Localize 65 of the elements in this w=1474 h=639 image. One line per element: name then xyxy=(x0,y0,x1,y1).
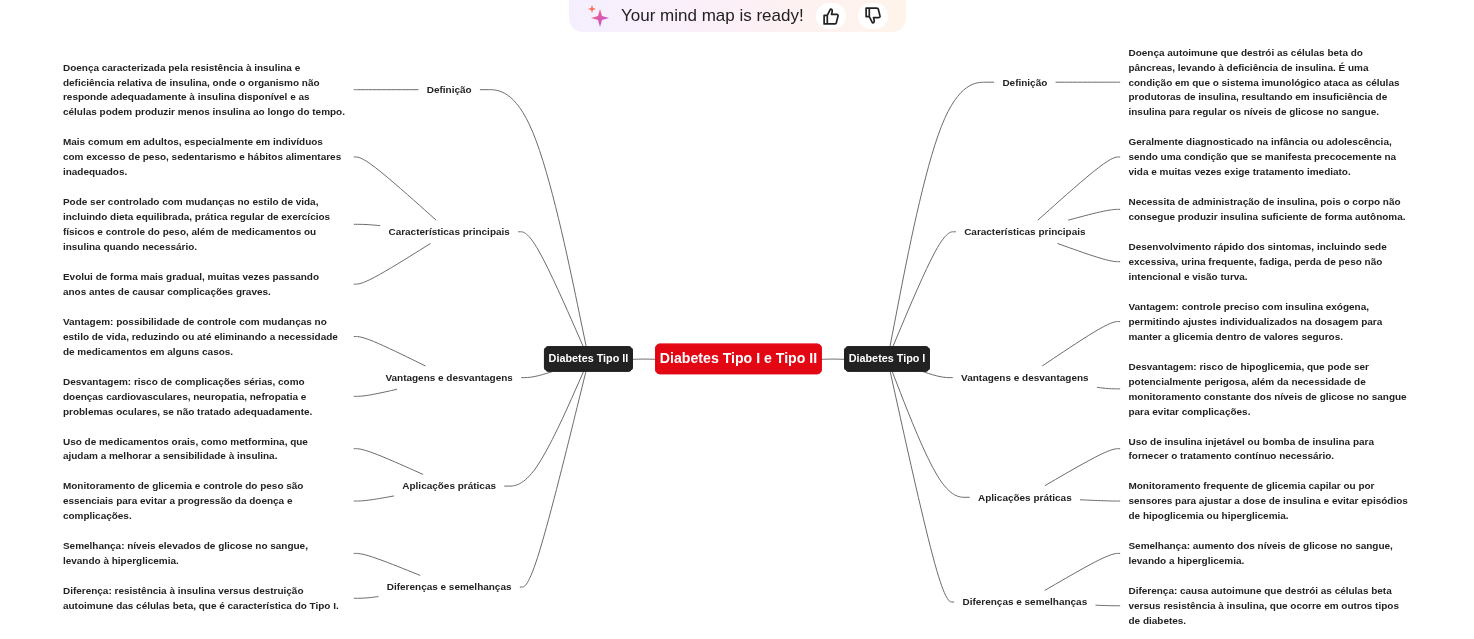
topic-text: Doença autoimune que destrói as células beta do pâncreas, levando à deficiência de insulina. É uma condição em que o sistema imunológico ataca as células produtoras de insulina, resultando em insuficiência de insulina para regular os níveis de glicose no sangue. xyxy=(1128,46,1400,118)
topic-text: Características principais xyxy=(964,225,1086,238)
topic-text: Diferenças e semelhanças xyxy=(962,596,1088,608)
connector-line xyxy=(1096,386,1121,390)
connector-line xyxy=(892,231,957,348)
connector-line xyxy=(632,358,657,360)
topic-text: Definição xyxy=(1002,76,1048,88)
connector-line xyxy=(1044,552,1121,591)
connector-line xyxy=(353,242,432,285)
connector-line xyxy=(1067,208,1121,221)
connector-line xyxy=(353,552,421,576)
connector-line xyxy=(353,495,395,502)
connector-line xyxy=(889,81,995,348)
connector-line xyxy=(821,358,846,360)
connector-line xyxy=(891,371,971,498)
connector-line xyxy=(1056,242,1121,263)
connector-line xyxy=(353,336,426,367)
branch-box: Diabetes Tipo II xyxy=(544,346,633,372)
topic-text: Desvantagem: risco de complicações sérias, como doenças cardiovasculares, neuropatia, nefropatia e problemas oculares, se não tratado adequadamente. xyxy=(62,375,313,418)
topic-text: Semelhança: níveis elevados de glicose no sangue, levando à hiperglicemia. xyxy=(62,540,308,567)
connector-line xyxy=(1055,81,1121,83)
connector-line xyxy=(353,448,424,475)
topic-text: Desvantagem: risco de hipoglicemia, que pode ser potencialmente perigosa, além da necessidade de monitoramento constante dos níveis de glicose no sangue para evitar complicações. xyxy=(1128,360,1407,418)
connector-line xyxy=(503,371,584,487)
topic-text: Monitoramento frequente de glicemia capilar ou por sensores para ajustar a dose de insulina e evitar episódios de hipoglicemia ou hiperglicemia. xyxy=(1128,480,1408,522)
topic-text: Pode ser controlado com mudanças no estilo de vida, incluindo dieta equilibrada, prática regular de exercícios físicos e controle do peso, além de medicamentos ou insulina quando necessário. xyxy=(62,196,331,253)
topic-text: Uso de medicamentos orais, como metformina, que ajudam a melhorar a sensibilidade à insulina. xyxy=(62,435,308,462)
connector-line xyxy=(1095,604,1121,607)
connector-line xyxy=(922,371,954,379)
topic-text: Mais comum em adultos, especialmente em indivíduos com excesso de peso, sedentarismo e hábitos alimentares inadequados. xyxy=(62,136,342,178)
topic-text: Vantagem: controle preciso com insulina exógena, permitindo ajustes individualizados na dosagem para manter a glicemia dentro de valores seguros. xyxy=(1128,300,1383,343)
topic-text: Vantagem: possibilidade de controle com mudanças no estilo de vida, reduzindo ou até eliminando a necessidade de medicamentos em alguns casos. xyxy=(62,315,338,358)
connector-line xyxy=(479,89,587,348)
topic-text: Características principais xyxy=(388,225,510,238)
topic-text: Desenvolvimento rápido dos sintomas, incluindo sede excessiva, urina frequente, fadiga, perda de peso não intencional e visão turva. xyxy=(1128,240,1387,283)
banner-message: Your mind map is ready! xyxy=(621,6,804,26)
topic-text: Necessita de administração de insulina, pois o corpo não consegue produzir insulina suficiente de forma autônoma. xyxy=(1128,196,1406,223)
connector-line xyxy=(353,223,381,227)
branch-box: Diabetes Tipo I xyxy=(844,346,930,372)
central-topic-box: Diabetes Tipo I e Tipo II xyxy=(655,343,822,375)
topic-text: Geralmente diagnosticado na infância ou adolescência, sendo uma condição que se manifesta precocemente na vida e muitas vezes exige tratamento imediato. xyxy=(1128,136,1397,178)
topic-text: Monitoramento de glicemia e controle do peso são essenciais para evitar a progressão da doença e complicações. xyxy=(62,480,304,522)
topic-text: Diferença: causa autoimune que destrói as células beta versus resistência à insulina, que ocorre em outros tipos de diabetes. xyxy=(1128,585,1399,627)
connector-line xyxy=(1041,321,1121,367)
topic-text: Diferenças e semelhanças xyxy=(386,581,512,593)
connector-line xyxy=(1037,156,1121,221)
topic-text: Vantagens e desvantagens xyxy=(961,371,1089,384)
topic-text: Definição xyxy=(426,83,472,96)
topic-text: Aplicações práticas xyxy=(978,491,1072,504)
connector-line xyxy=(353,156,437,221)
connector-line xyxy=(353,596,379,599)
topic-text: Evolui de forma mais gradual, muitas vezes passando anos antes de causar complicações graves. xyxy=(62,270,319,298)
topic-text: Semelhança: aumento dos níveis de glicose no sangue, levando a hiperglicemia. xyxy=(1128,540,1393,567)
connector-line xyxy=(353,89,419,91)
connector-line xyxy=(889,371,955,603)
connector-line xyxy=(517,231,584,348)
connector-line xyxy=(1044,448,1121,487)
connector-line xyxy=(519,371,587,588)
topic-text: Uso de insulina injetável ou bomba de insulina para fornecer o tratamento contínuo necessário. xyxy=(1128,435,1374,462)
topic-text: Vantagens e desvantagens xyxy=(385,371,513,384)
connector-line xyxy=(1079,499,1121,502)
topic-text: Doença caracterizada pela resistência à insulina e deficiência relativa de insulina, onde o organismo não responde adequadamente à insulina disponível e as células podem produzir menos insulina ao longo do tempo. xyxy=(62,61,345,118)
topic-text: Aplicações práticas xyxy=(402,480,496,492)
topic-text: Diferença: resistência à insulina versus destruição autoimune das células beta, que é característica do Tipo I. xyxy=(62,585,339,612)
connector-line xyxy=(353,388,398,397)
